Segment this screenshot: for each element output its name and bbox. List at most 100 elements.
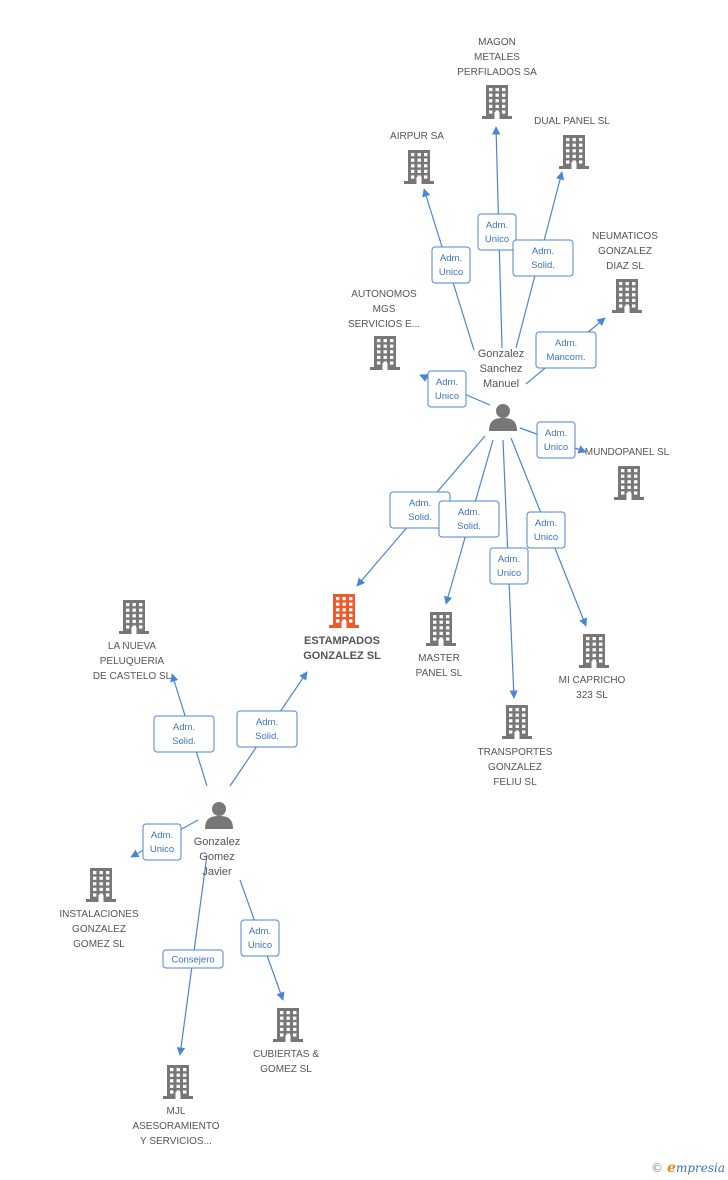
company-magon-building-icon[interactable] (482, 85, 512, 119)
edge-label-line: Adm. (545, 428, 567, 439)
company-instalaciones-label-line: GONZALEZ (72, 924, 126, 935)
edge-label-line: Adm. (532, 246, 554, 257)
person-gsm-icon[interactable] (489, 404, 517, 431)
edge-label-gsm-airpur: Adm. Unico (431, 246, 471, 284)
edge-label-text: Adm. Unico (497, 554, 521, 579)
edge-label-text: Adm.Unico (150, 830, 174, 855)
company-peluqueria-label-line: PELUQUERIA (100, 656, 165, 667)
company-mundopanel-label-line: MUNDOPANEL SL (585, 447, 670, 458)
edge-label-gsm-dual: Adm.Solid. (512, 239, 574, 277)
edge-label-text: Adm. Unico (544, 428, 568, 453)
edge-label-ggj-estampados: Adm. Solid. (236, 710, 298, 748)
edge-label-line: Unico (497, 568, 521, 579)
empresia-logo: ©empresia (651, 1160, 725, 1176)
company-peluqueria-building-icon[interactable] (119, 600, 149, 634)
company-dual-label: DUAL PANEL SL (534, 116, 610, 127)
company-peluqueria-label-line: LA NUEVA (108, 641, 156, 652)
edge-label-box (240, 919, 280, 957)
edge-label-line: Unico (248, 940, 272, 951)
company-transportes-label-line: GONZALEZ (488, 762, 542, 773)
edge-label-gsm-neumaticos: Adm. Mancom. (535, 331, 597, 369)
person-ggj-label-line: Gomez (199, 851, 234, 863)
company-mundopanel-label: MUNDOPANEL SL (585, 447, 670, 458)
company-neumaticos-label-line: GONZALEZ (598, 246, 652, 257)
edge-label-line: Unico (439, 267, 463, 278)
edge-label-line: Adm. (535, 518, 557, 529)
edge-label-line: Solid. (255, 731, 279, 742)
edge-label-text: Adm. Solid. (457, 507, 481, 532)
company-micapricho-building-icon[interactable] (579, 634, 609, 668)
edge-label-line: Unico (485, 234, 509, 245)
company-mjl-label: MJL ASESORAMIENTO Y SERVICIOS... (132, 1106, 219, 1147)
edge-label-text: Consejero (171, 955, 214, 966)
edge-label-line: Adm. (498, 554, 520, 565)
company-neumaticos-label-line: DIAZ SL (606, 261, 644, 272)
edge-label-line: Adm. (555, 338, 577, 349)
brand-name: mpresia (675, 1161, 725, 1175)
edge-label-gsm-autonomos: Adm.Unico (427, 370, 467, 408)
edge-label-line: Consejero (171, 955, 214, 966)
company-airpur-label: AIRPUR SA (390, 131, 444, 142)
company-cubiertas-building-icon[interactable] (273, 1008, 303, 1042)
edge-label-ggj-instalaciones: Adm.Unico (142, 823, 182, 861)
edge-label-text: Adm.Solid. (408, 498, 432, 523)
edge-label-box (438, 500, 500, 538)
person-gsm-label-line: Gonzalez (478, 348, 524, 360)
company-micapricho-label-line: MI CAPRICHO (559, 675, 626, 686)
company-autonomos-building-icon[interactable] (370, 336, 400, 370)
edge-label-line: Solid. (457, 521, 481, 532)
edge-label-box (477, 213, 517, 251)
edge-label-box (536, 421, 576, 459)
edge-label-line: Mancom. (546, 352, 585, 363)
company-airpur-building-icon[interactable] (404, 150, 434, 184)
edge-label-text: Adm.Unico (248, 926, 272, 951)
edge-label-text: Adm.Solid. (172, 722, 196, 747)
edge-label-text: Adm.Unico (485, 220, 509, 245)
edge-label-box (535, 331, 597, 369)
edge-label-box (142, 823, 182, 861)
edge-label-box (427, 370, 467, 408)
company-mjl-label-line: Y SERVICIOS... (140, 1136, 212, 1147)
company-neumaticos-label-line: NEUMATICOS (592, 231, 658, 242)
edge-label-line: Solid. (408, 512, 432, 523)
company-magon-label-line: MAGON (478, 37, 516, 48)
company-mjl-label-line: MJL (167, 1106, 186, 1117)
edge-label-line: Adm. (440, 253, 462, 264)
person-ggj-label-line: Javier (202, 866, 232, 878)
company-estampados-building-icon[interactable] (329, 594, 359, 628)
edge-label-text: Adm. Mancom. (546, 338, 585, 363)
edge-label-line: Adm. (458, 507, 480, 518)
copyright-symbol: © (651, 1161, 664, 1175)
edge-label-text: Adm.Unico (435, 377, 459, 402)
company-master-label-line: PANEL SL (416, 668, 463, 679)
edge-label-text: Adm.Unico (534, 518, 558, 543)
person-ggj-icon[interactable] (205, 802, 233, 829)
company-mjl-label-line: ASESORAMIENTO (132, 1121, 219, 1132)
edge-label-gsm-estampados: Adm.Solid. (389, 491, 451, 529)
company-dual-building-icon[interactable] (559, 135, 589, 169)
edge-label-gsm-transportes: Adm. Unico (489, 547, 529, 585)
company-neumaticos-building-icon[interactable] (612, 279, 642, 313)
company-cubiertas-label-line: GOMEZ SL (260, 1064, 312, 1075)
company-transportes-building-icon[interactable] (502, 705, 532, 739)
brand-initial: e (667, 1160, 676, 1176)
company-mundopanel-building-icon[interactable] (614, 466, 644, 500)
edge-label-line: Unico (544, 442, 568, 453)
company-estampados-label-line: GONZALEZ SL (303, 650, 381, 662)
company-instalaciones-building-icon[interactable] (86, 868, 116, 902)
edge-label-line: Adm. (173, 722, 195, 733)
edge-label-box (512, 239, 574, 277)
company-master-building-icon[interactable] (426, 612, 456, 646)
edge-label-line: Adm. (436, 377, 458, 388)
edge-label-line: Adm. (256, 717, 278, 728)
company-neumaticos-label: NEUMATICOS GONZALEZ DIAZ SL (592, 231, 658, 272)
company-mjl-building-icon[interactable] (163, 1065, 193, 1099)
company-cubiertas-label-line: CUBIERTAS & (253, 1049, 319, 1060)
